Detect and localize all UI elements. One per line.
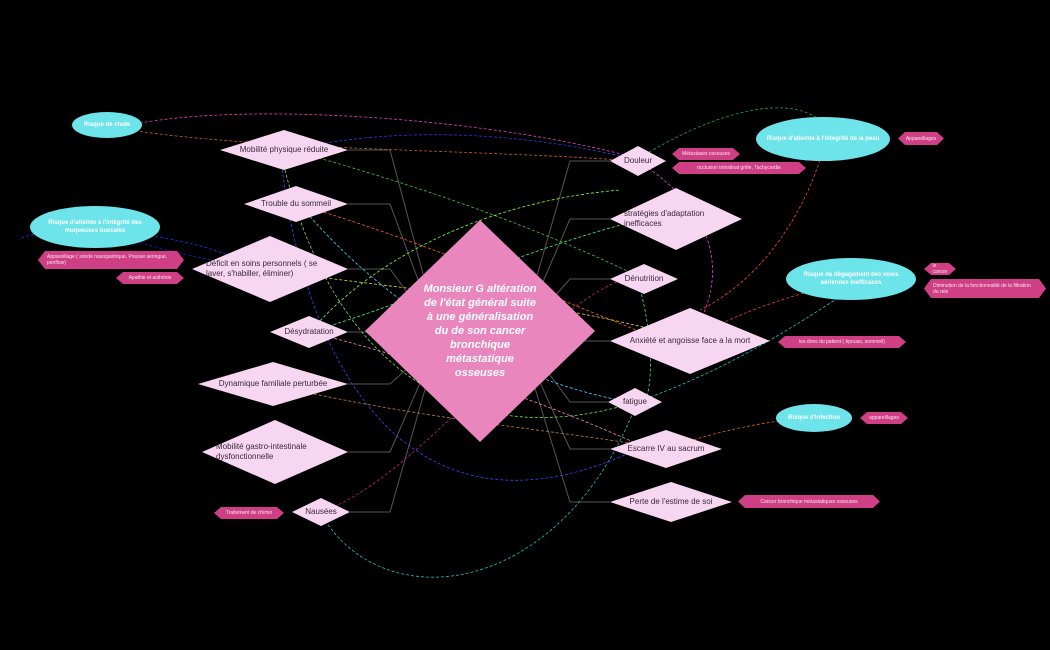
- factor-dires-patient[interactable]: les dires du patient ( épouse, sommeil): [778, 336, 906, 348]
- relation-arrow: [299, 204, 631, 403]
- relation-arrow: [309, 189, 621, 333]
- problem-label: Nausées: [305, 507, 337, 516]
- trunk-line: [350, 371, 431, 513]
- problem-label: Mobilité gastro-intestinale dysfonctionn…: [216, 442, 307, 461]
- relation-arrow: [289, 149, 637, 276]
- trunk-line: [348, 149, 431, 301]
- problem-label: Mobilité physique réduite: [239, 145, 329, 154]
- problem-label: Dénutrition: [624, 274, 664, 283]
- factor-label: le cancer: [932, 263, 948, 275]
- central-topic-label: Monsieur G altération de l'état général …: [423, 283, 537, 379]
- risk-muqueuses-buccales[interactable]: Risque d'atteinte à l'intégrité des muqu…: [30, 206, 160, 248]
- relation-arrow: [289, 134, 637, 161]
- factor-appareillage-sonde[interactable]: Appareillage ( sonde nasogastrique, Pous…: [38, 251, 184, 269]
- factor-label: Cancer bronchique métastatiques osseuses: [760, 498, 858, 505]
- relation-arrow: [319, 404, 637, 578]
- factor-metastases[interactable]: Métastases osseuses: [672, 148, 740, 160]
- factor-label: appareillages: [869, 415, 899, 421]
- risk-chute[interactable]: Risque de chute: [72, 112, 142, 138]
- factor-chimio[interactable]: Traitement de chimio: [214, 507, 284, 519]
- problem-label: Désydratation: [284, 327, 334, 336]
- factor-label: les dires du patient ( épouse, sommeil): [799, 339, 885, 345]
- factor-appareillages-peau[interactable]: Appareillages: [898, 132, 944, 145]
- relation-arrow: [635, 159, 713, 341]
- center-connectors: [348, 149, 610, 513]
- factor-label: occlusion intestinal grêle, Tachycardie: [697, 165, 781, 171]
- factor-label: Traitement de chimio: [225, 510, 273, 516]
- relation-arrow: [635, 289, 851, 403]
- risk-integrite-peau[interactable]: Risque d'atteinte à l'intégrité de la pe…: [756, 117, 890, 161]
- risk-label: Risque de chute: [83, 122, 131, 128]
- factor-label: Métastases osseuses: [681, 151, 731, 157]
- relation-arrow: [635, 274, 651, 405]
- factor-filtration-rein[interactable]: Diminution de la fonctionnalité de la fi…: [924, 279, 1046, 298]
- problem-label: Dynamique familiale perturbée: [218, 379, 328, 388]
- relation-arrow: [129, 129, 621, 161]
- trunk-line: [529, 218, 610, 313]
- problem-label: Douleur: [624, 156, 653, 165]
- factor-appareillages-infection[interactable]: appareillages: [860, 412, 908, 424]
- factor-cancer-bronchique[interactable]: Cancer bronchique métastatiques osseuses: [738, 495, 880, 508]
- problem-label: stratégies d'adaptation inefficaces: [624, 209, 705, 228]
- factor-le-cancer[interactable]: le cancer: [924, 263, 956, 275]
- factor-label: Diminution de la fonctionnalité de la fi…: [933, 282, 1031, 295]
- problem-label: Escarre IV au sacrum: [627, 444, 705, 453]
- risk-voies-aeriennes[interactable]: Risque de dégagement des voies aériennes…: [786, 258, 916, 300]
- risk-label: Risque d'infection: [788, 415, 840, 421]
- factor-label: Appareillage ( sonde nasogastrique, Pous…: [47, 254, 168, 266]
- trunk-line: [529, 359, 610, 450]
- risk-label: Risque d'atteinte à l'intégrité de la pe…: [766, 136, 880, 142]
- factor-occlusion[interactable]: occlusion intestinal grêle, Tachycardie: [672, 162, 806, 174]
- trunk-line: [529, 371, 610, 503]
- relation-arrow: [279, 149, 637, 481]
- problem-label: Anxiété et angoisse face a la mort: [629, 336, 751, 345]
- problem-label: fatigue: [622, 397, 648, 406]
- problem-label: Déficit en soins personnels ( se laver, …: [206, 259, 318, 278]
- relation-arrow: [129, 113, 637, 159]
- relation-arrow: [699, 159, 821, 311]
- risk-label: Risque de dégagement des voies aériennes…: [803, 272, 899, 286]
- risk-label: Risque d'atteinte à l'intégrité des muqu…: [48, 220, 142, 234]
- trunk-line: [348, 359, 431, 453]
- problem-label: Trouble du sommeil: [261, 199, 331, 208]
- trunk-line: [529, 160, 610, 301]
- relation-arrow: [284, 169, 637, 418]
- factor-label: Apathie et asthénie: [128, 275, 172, 281]
- factor-label: Appareillages: [905, 135, 937, 142]
- risk-infection[interactable]: Risque d'infection: [776, 404, 852, 432]
- trunk-line: [348, 203, 431, 313]
- relation-arrow: [635, 107, 821, 161]
- problem-label: Perte de l'estime de soi: [629, 497, 713, 506]
- factor-apathie[interactable]: Apathie et asthénie: [116, 272, 184, 284]
